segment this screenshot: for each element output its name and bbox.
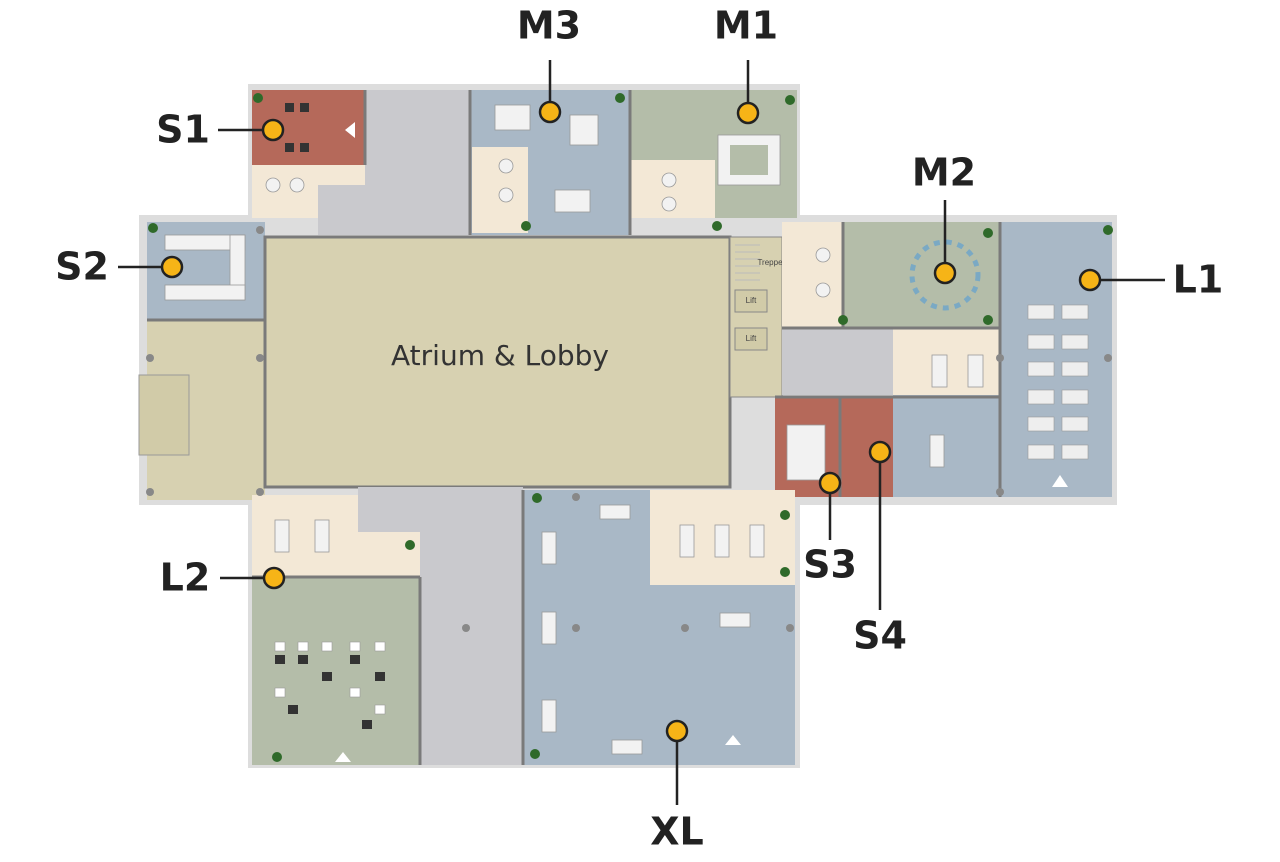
marker-dot[interactable]: [1078, 268, 1102, 292]
room-l2-area[interactable]: [252, 577, 420, 765]
stairs-label: Treppe: [757, 258, 783, 267]
room-l1-area[interactable]: [1000, 222, 1112, 497]
marker-dot[interactable]: [262, 566, 286, 590]
plants: [148, 93, 1113, 762]
furniture: [164, 103, 1089, 762]
room-marker-xl[interactable]: XL: [650, 719, 704, 854]
wood-area: [782, 222, 843, 328]
room-label: S1: [156, 108, 210, 152]
room-marker-m2[interactable]: M2: [912, 151, 976, 285]
room-marker-m1[interactable]: M1: [714, 4, 778, 125]
wood-area: [472, 147, 528, 233]
corridor: [358, 487, 523, 532]
building: Treppe Lift Lift: [138, 84, 1117, 768]
marker-dot[interactable]: [538, 100, 562, 124]
blue-area: [893, 395, 1000, 497]
room-label: S2: [55, 245, 109, 289]
corridor: [420, 532, 523, 765]
room-label: S4: [853, 614, 907, 658]
room-label: XL: [650, 810, 704, 854]
room-marker-s1[interactable]: S1: [156, 108, 285, 152]
room-m2-area[interactable]: [843, 222, 1000, 328]
room-label: S3: [803, 543, 857, 587]
room-marker-s3[interactable]: S3: [803, 471, 857, 587]
lift-2-label: Lift: [746, 334, 757, 343]
marker-dot[interactable]: [818, 471, 842, 495]
corridor: [318, 185, 470, 235]
room-marker-l2[interactable]: L2: [160, 556, 286, 600]
marker-dot[interactable]: [160, 255, 184, 279]
pillars: [146, 226, 1112, 632]
stairs-icon: [735, 244, 760, 281]
room-marker-s2[interactable]: S2: [55, 245, 184, 289]
marker-dot[interactable]: [736, 101, 760, 125]
lift-2: [734, 327, 768, 351]
room-marker-m3[interactable]: M3: [517, 4, 581, 124]
marker-dot[interactable]: [261, 118, 285, 142]
room-marker-l1[interactable]: L1: [1078, 258, 1224, 302]
lift-1-label: Lift: [746, 296, 757, 305]
room-label: M3: [517, 4, 581, 48]
marker-dot[interactable]: [665, 719, 689, 743]
atrium-label: Atrium & Lobby: [391, 339, 609, 372]
room-label: M1: [714, 4, 778, 48]
lift-1: [734, 289, 768, 313]
entrance: [138, 374, 190, 456]
room-marker-s4[interactable]: S4: [853, 440, 907, 658]
marker-dot[interactable]: [868, 440, 892, 464]
marker-dot[interactable]: [933, 261, 957, 285]
room-label: M2: [912, 151, 976, 195]
corridor: [782, 328, 893, 395]
core: [729, 236, 783, 398]
room-label: L1: [1173, 258, 1224, 302]
room-label: L2: [160, 556, 211, 600]
